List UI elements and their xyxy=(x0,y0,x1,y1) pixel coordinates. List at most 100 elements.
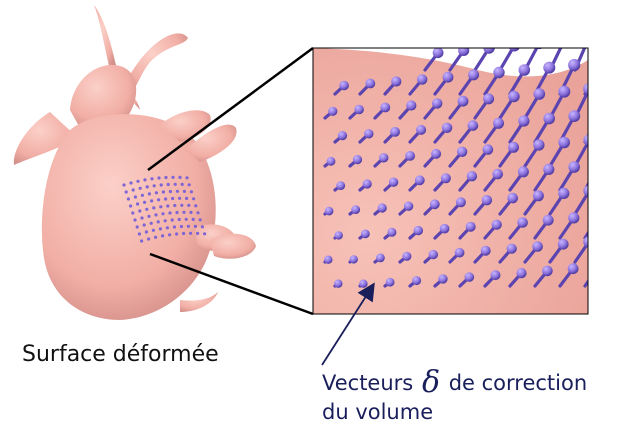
vector-head xyxy=(492,220,502,230)
vector-dot xyxy=(190,190,193,193)
vector-dot xyxy=(180,225,183,228)
vector-head xyxy=(361,230,370,239)
vector-dot xyxy=(168,211,171,214)
vector-head xyxy=(405,151,415,161)
vector-head xyxy=(325,207,334,216)
vector-dot xyxy=(188,183,191,186)
vector-head xyxy=(379,153,388,162)
vector-dot xyxy=(143,223,146,226)
vector-head xyxy=(568,110,580,122)
vector-head xyxy=(593,261,604,272)
vector-head xyxy=(533,37,545,49)
vector-head xyxy=(583,83,595,95)
vector-head xyxy=(438,274,447,283)
vector-head xyxy=(334,280,342,288)
vector-head xyxy=(380,103,390,113)
vector-head xyxy=(456,197,466,207)
vector-dot xyxy=(145,208,148,211)
vector-head xyxy=(402,252,411,261)
vector-head xyxy=(593,210,604,221)
vector-head xyxy=(417,74,427,84)
vector-head xyxy=(350,255,358,263)
vector-dot xyxy=(143,178,146,181)
vector-head xyxy=(593,159,605,171)
vector-dot xyxy=(147,237,150,240)
vector-head xyxy=(364,129,373,138)
vector-head xyxy=(390,127,400,137)
vector-dot xyxy=(185,176,188,179)
zoom-connector-top xyxy=(148,48,313,170)
correction-vectors-caption: Vecteurs δ de correction du volume xyxy=(322,368,587,427)
vector-dot xyxy=(180,204,183,207)
vector-head xyxy=(534,88,546,100)
vector-head xyxy=(518,115,529,126)
vector-head xyxy=(363,179,372,188)
vector-head xyxy=(516,268,526,278)
vector-dot xyxy=(166,226,169,229)
tusk-upper xyxy=(94,5,116,70)
vector-head xyxy=(429,250,438,259)
vector-dot xyxy=(138,209,141,212)
vector-dot xyxy=(153,184,156,187)
vector-dot xyxy=(140,216,143,219)
vector-dot xyxy=(173,204,176,207)
vector-head xyxy=(483,93,494,104)
vector-dot xyxy=(139,187,142,190)
vector-head xyxy=(519,64,531,76)
vector-dot xyxy=(157,198,160,201)
vector-dot xyxy=(150,222,153,225)
vector-head xyxy=(543,215,554,226)
vector-head xyxy=(327,157,336,166)
vector-dot xyxy=(181,183,184,186)
vector-head xyxy=(338,131,347,140)
vector-dot xyxy=(125,190,128,193)
vector-dot xyxy=(164,176,167,179)
vector-dot xyxy=(129,181,132,184)
vector-head xyxy=(387,228,396,237)
vector-dot xyxy=(171,197,174,200)
vector-dot xyxy=(201,225,204,228)
vector-head xyxy=(558,86,570,98)
vector-dot xyxy=(138,232,141,235)
vector-dot xyxy=(175,232,178,235)
vector-head xyxy=(533,139,544,150)
caption-text-after: de correction xyxy=(449,371,587,395)
vector-dot xyxy=(178,197,181,200)
vector-dot xyxy=(175,211,178,214)
vector-dot xyxy=(171,176,174,179)
vector-head xyxy=(339,81,349,91)
vector-head xyxy=(533,190,544,201)
deformed-surface-caption: Surface déformée xyxy=(22,342,219,367)
trunk xyxy=(128,33,188,92)
vector-dot xyxy=(182,232,185,235)
vector-head xyxy=(415,175,425,185)
vector-head xyxy=(328,107,337,116)
vector-dot xyxy=(146,185,149,188)
vector-head xyxy=(568,263,579,274)
vector-dot xyxy=(147,215,150,218)
vector-head xyxy=(593,56,606,69)
vector-head xyxy=(433,47,444,58)
vector-head xyxy=(532,241,543,252)
vector-dot xyxy=(122,183,125,186)
vector-dot xyxy=(178,218,181,221)
vector-dot xyxy=(157,176,160,179)
vector-head xyxy=(508,91,519,102)
vector-dot xyxy=(196,211,199,214)
vector-dot xyxy=(166,204,169,207)
vector-head xyxy=(542,266,553,277)
vector-head xyxy=(414,226,423,235)
vector-head xyxy=(468,120,479,131)
vector-dot xyxy=(129,204,132,207)
vector-head xyxy=(583,32,596,45)
vector-dot xyxy=(131,211,134,214)
vector-dot xyxy=(168,233,171,236)
vector-head xyxy=(431,149,441,159)
vector-head xyxy=(406,100,416,110)
vector-head xyxy=(568,212,579,223)
vector-head xyxy=(481,246,491,256)
vector-head xyxy=(389,178,398,187)
vector-dot xyxy=(134,195,137,198)
vector-dot xyxy=(171,218,174,221)
body xyxy=(42,114,216,320)
